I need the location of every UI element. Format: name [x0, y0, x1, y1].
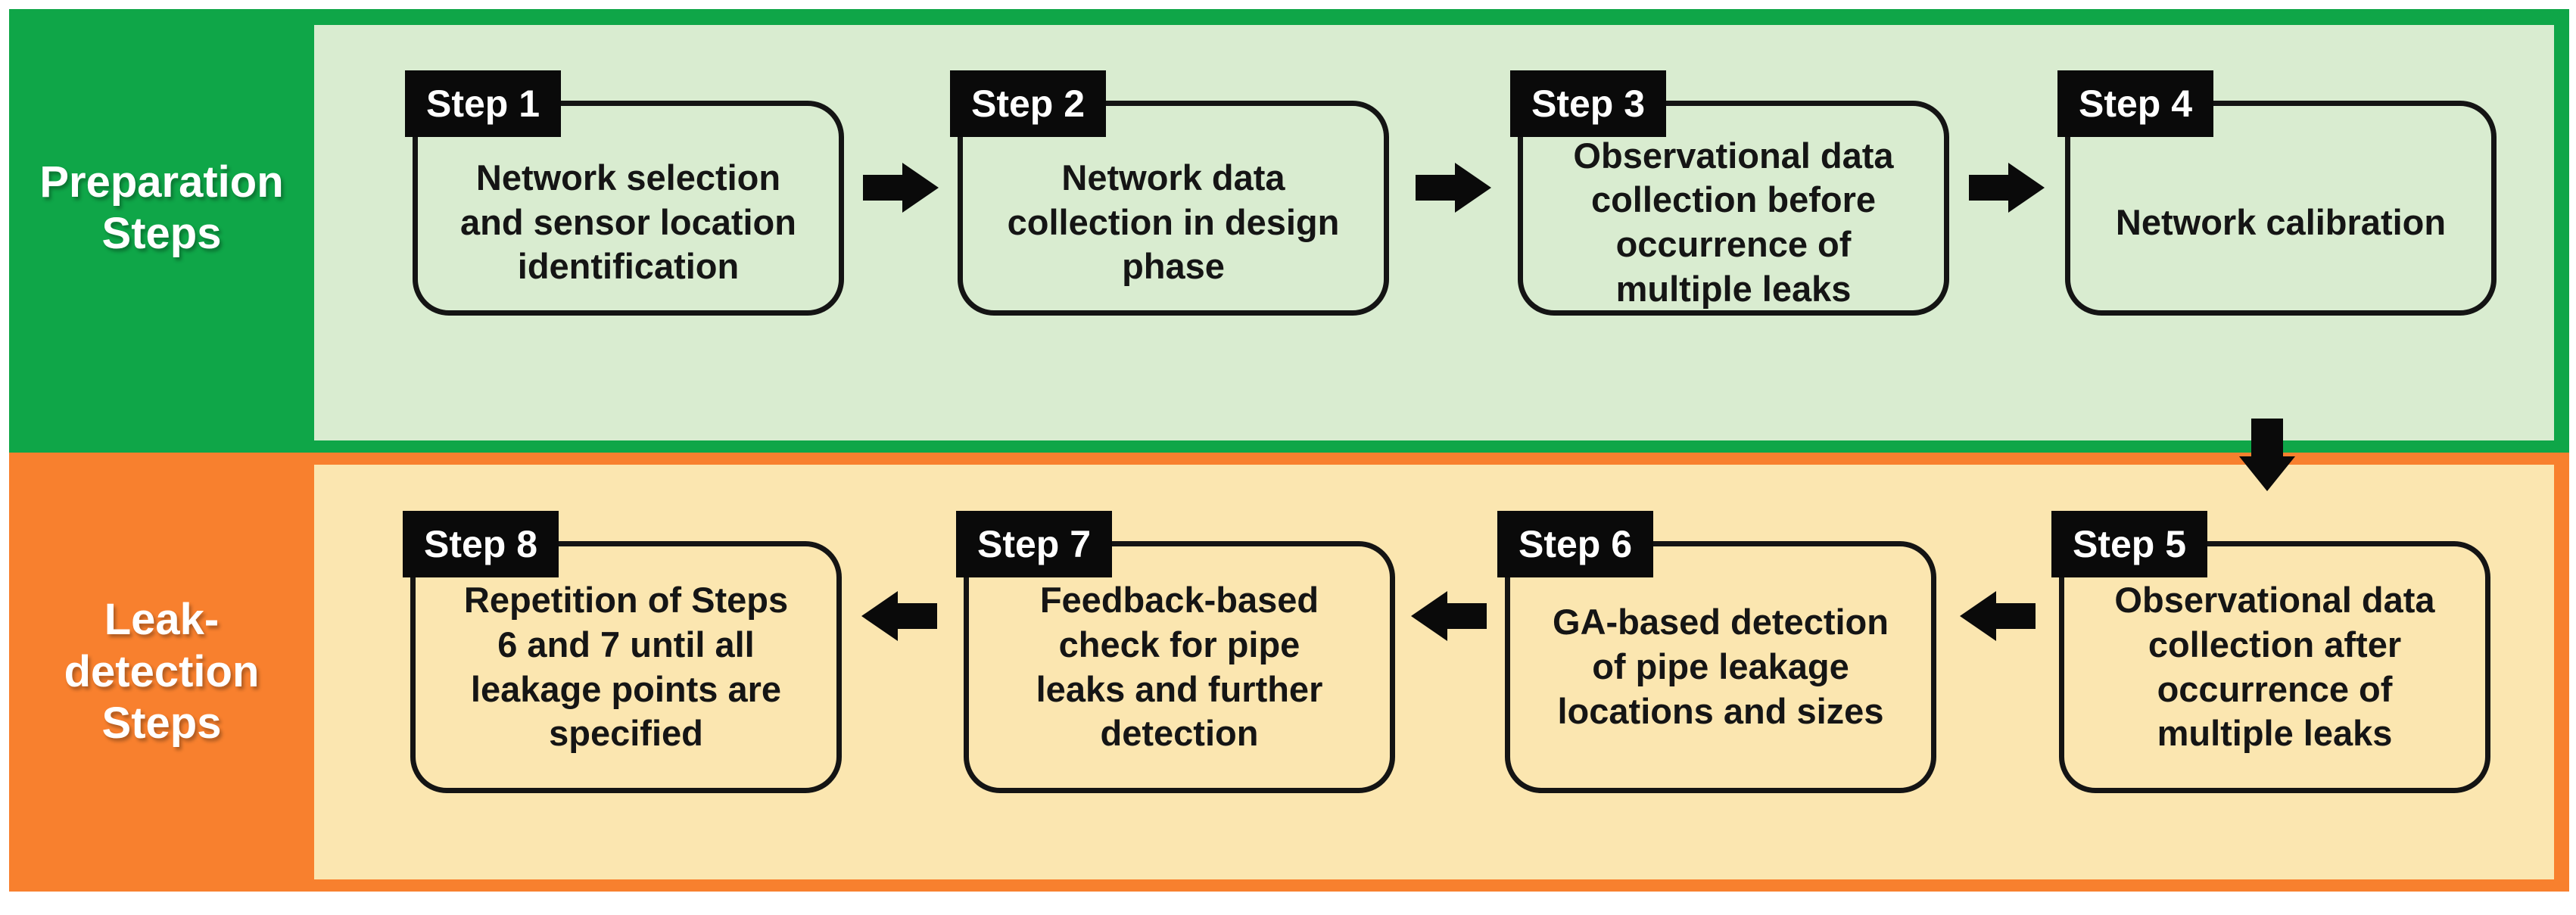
step-3-tag: Step 3 — [1510, 70, 1666, 137]
arrow-step-4-5-icon — [2239, 419, 2295, 491]
step-7-text: Feedback-based check for pipe leaks and … — [1036, 580, 1323, 754]
arrow-step-1-2-icon — [863, 163, 939, 213]
arrow-step-5-6-icon — [1960, 591, 2036, 641]
row-label-leak-detection: Leak- detection Steps — [64, 595, 260, 748]
arrow-step-7-8-icon — [861, 591, 937, 641]
arrow-step-6-7-icon — [1411, 591, 1487, 641]
step-1-tag: Step 1 — [405, 70, 561, 137]
step-3-text: Observational data collection before occ… — [1573, 135, 1894, 309]
step-5-text: Observational data collection after occu… — [2114, 580, 2435, 754]
step-7-box: Feedback-based check for pipe leaks and … — [964, 541, 1395, 793]
step-2-text: Network data collection in design phase — [1007, 157, 1340, 287]
row-label-preparation: Preparation Steps — [39, 157, 284, 258]
step-6-box: GA-based detection of pipe leakage locat… — [1505, 541, 1936, 793]
step-4-text: Network calibration — [2115, 201, 2447, 242]
arrow-step-3-4-icon — [1969, 163, 2045, 213]
arrow-step-2-3-icon — [1416, 163, 1491, 213]
step-6-text: GA-based detection of pipe leakage locat… — [1553, 602, 1889, 731]
step-6-tag: Step 6 — [1497, 511, 1653, 577]
step-1-text: Network selection and sensor location id… — [460, 157, 796, 287]
step-8-box: Repetition of Steps 6 and 7 until all le… — [410, 541, 842, 793]
step-5-box: Observational data collection after occu… — [2059, 541, 2490, 793]
step-8-tag: Step 8 — [403, 511, 559, 577]
step-7-tag: Step 7 — [956, 511, 1112, 577]
step-8-text: Repetition of Steps 6 and 7 until all le… — [463, 580, 789, 754]
step-2-tag: Step 2 — [950, 70, 1106, 137]
step-5-tag: Step 5 — [2051, 511, 2207, 577]
step-4-tag: Step 4 — [2057, 70, 2213, 137]
